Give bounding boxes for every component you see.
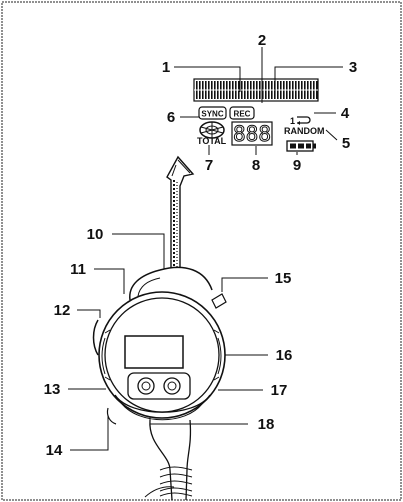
bottom-left-switch[interactable] [106, 407, 117, 425]
digit-display-box [231, 121, 273, 146]
leader-15 [221, 277, 268, 292]
repeat-label: 1 [290, 116, 295, 126]
callout-5: 5 [342, 135, 350, 152]
leader-10 [112, 233, 165, 284]
callout-18: 18 [258, 416, 275, 433]
leader-14 [70, 415, 109, 451]
clip [129, 266, 213, 301]
callout-4: 4 [341, 105, 350, 122]
callout-16: 16 [276, 347, 293, 364]
volume-button-left[interactable] [137, 377, 155, 395]
callout-15: 15 [275, 270, 292, 287]
callout-1: 1 [162, 59, 170, 76]
lcd-display: SYNC REC TOTAL 888 1 RANDOM [193, 78, 325, 152]
level-meter-strip [193, 78, 319, 102]
remote-display-window [124, 335, 184, 369]
callout-numbers: 1 2 3 4 5 6 7 8 9 10 11 12 13 14 15 16 1… [44, 32, 358, 459]
callout-6: 6 [167, 109, 175, 126]
sync-badge [198, 106, 227, 120]
rec-badge [229, 106, 255, 120]
callout-8: 8 [252, 157, 260, 174]
callout-10: 10 [87, 226, 104, 243]
callout-9: 9 [293, 157, 301, 174]
battery-icon [286, 140, 316, 152]
sync-label: SYNC [201, 110, 223, 119]
leader-3 [274, 66, 343, 92]
left-knob [92, 319, 99, 356]
callout-13: 13 [44, 381, 61, 398]
total-label: TOTAL [197, 136, 227, 146]
leader-5 [325, 129, 338, 141]
leader-11 [94, 268, 125, 294]
button-pod [127, 372, 191, 400]
callout-11: 11 [70, 261, 86, 278]
remote-control [92, 266, 227, 501]
repeat-icon [297, 116, 311, 125]
callout-12: 12 [54, 302, 71, 319]
hold-switch[interactable] [211, 293, 227, 309]
track-number-digits: 888 [233, 122, 271, 146]
callout-3: 3 [349, 59, 357, 76]
callout-17: 17 [271, 382, 288, 399]
leader-1 [174, 66, 241, 92]
random-label: RANDOM [284, 126, 325, 136]
callout-7: 7 [205, 157, 213, 174]
disc-icon [199, 121, 225, 139]
volume-button-right[interactable] [163, 377, 181, 395]
callout-14: 14 [46, 442, 63, 459]
rec-label: REC [234, 110, 251, 119]
cord [144, 419, 193, 501]
callout-2: 2 [258, 32, 266, 49]
bottom-skirt [114, 394, 211, 413]
leader-12 [77, 309, 101, 318]
